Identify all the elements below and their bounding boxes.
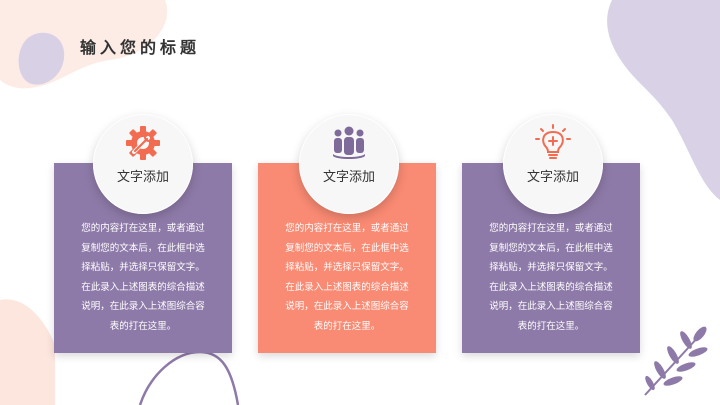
card-1-heading: 文字添加: [116, 170, 169, 185]
card-3-header-circle: 文字添加: [503, 114, 603, 214]
card-2-heading: 文字添加: [322, 170, 375, 185]
card-3-text: 您的内容打在这里，或者通过 复制您的文本后，在此框中选 择粘贴，并选择只保留文字…: [478, 219, 624, 336]
gear-wrench-icon: [126, 126, 160, 160]
card-2-line: 说明，在此录入上述图综合容: [285, 301, 409, 312]
card-3-line: 说明，在此录入上述图综合容: [489, 301, 613, 312]
card-1-line: 择粘贴，并选择只保留文字。: [81, 262, 205, 273]
card-2-line: 在此录入上述图表的综合描述: [285, 281, 409, 293]
card-2-line: 择粘贴，并选择只保留文字。: [285, 262, 409, 273]
card-3-line: 表的打在这里。: [517, 320, 585, 332]
lavender-blob-small: [18, 32, 65, 85]
card-3-line: 复制您的文本后，在此框中选: [489, 242, 613, 254]
card-2-line: 表的打在这里。: [313, 320, 381, 332]
card-1-line: 表的打在这里。: [109, 320, 177, 332]
card-1-line: 说明，在此录入上述图综合容: [81, 301, 205, 312]
leaf-branch-icon: [644, 326, 708, 396]
peach-blob-bottom-left: [0, 299, 55, 405]
lightbulb-icon: [535, 124, 571, 159]
card-2: 您的内容打在这里，或者通过 复制您的文本后，在此框中选 择粘贴，并选择只保留文字…: [258, 163, 436, 353]
curve-line-bottom: [138, 350, 240, 405]
card-2-text: 您的内容打在这里，或者通过 复制您的文本后，在此框中选 择粘贴，并选择只保留文字…: [274, 219, 420, 336]
card-3-line: 择粘贴，并选择只保留文字。: [489, 262, 613, 273]
card-1-line: 您的内容打在这里，或者通过: [81, 223, 205, 234]
card-1: 您的内容打在这里，或者通过 复制您的文本后，在此框中选 择粘贴，并选择只保留文字…: [54, 163, 232, 353]
card-2-header-circle: 文字添加: [299, 114, 399, 214]
card-2-line: 复制您的文本后，在此框中选: [285, 242, 409, 254]
card-3-line: 在此录入上述图表的综合描述: [489, 281, 613, 293]
card-2-line: 您的内容打在这里，或者通过: [285, 223, 409, 234]
card-3-heading: 文字添加: [526, 170, 579, 185]
card-1-line: 在此录入上述图表的综合描述: [81, 281, 205, 293]
lavender-blob-top-right: [607, 0, 720, 200]
card-3-line: 您的内容打在这里，或者通过: [489, 223, 613, 234]
page-title: 输入您的标题: [80, 38, 201, 57]
card-1-text: 您的内容打在这里，或者通过 复制您的文本后，在此框中选 择粘贴，并选择只保留文字…: [70, 219, 216, 336]
card-1-header-circle: 文字添加: [93, 114, 193, 214]
team-icon: [333, 126, 365, 159]
card-1-line: 复制您的文本后，在此框中选: [81, 242, 205, 254]
